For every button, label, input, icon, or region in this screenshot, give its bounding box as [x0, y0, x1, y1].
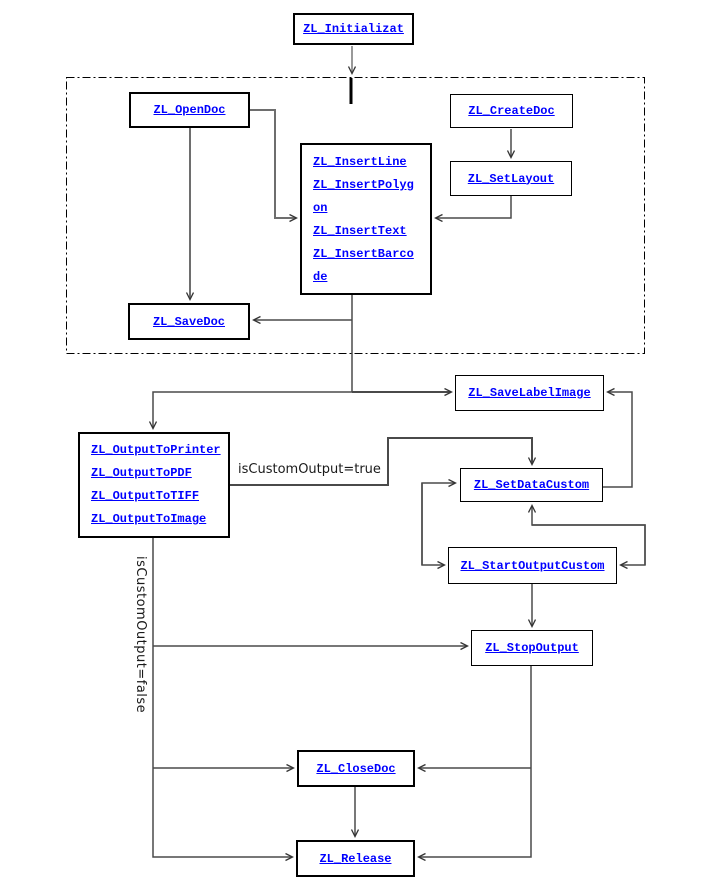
- zl-closedoc-link[interactable]: ZL_CloseDoc: [316, 761, 396, 776]
- node-stop-output: ZL_StopOutput: [471, 630, 593, 666]
- zl-release-link[interactable]: ZL_Release: [319, 851, 392, 866]
- node-save-label-image: ZL_SaveLabelImage: [455, 375, 604, 411]
- node-start-output-custom: ZL_StartOutputCustom: [448, 547, 617, 584]
- zl-inserttext-link[interactable]: ZL_InsertText: [313, 224, 407, 238]
- node-close-doc: ZL_CloseDoc: [297, 750, 415, 787]
- zl-insertpolygon-link[interactable]: ZL_InsertPolygon: [313, 178, 414, 215]
- is-custom-output-false-label: isCustomOutput=false: [133, 556, 148, 714]
- zl-insertline-link[interactable]: ZL_InsertLine: [313, 155, 407, 169]
- is-custom-output-true-label: isCustomOutput=true: [238, 462, 381, 477]
- node-output-group: ZL_OutputToPrinter ZL_OutputToPDF ZL_Out…: [78, 432, 230, 538]
- node-open-doc: ZL_OpenDoc: [129, 92, 250, 128]
- node-set-layout: ZL_SetLayout: [450, 161, 572, 196]
- zl-outputtotiff-link[interactable]: ZL_OutputToTIFF: [91, 489, 200, 503]
- zl-createdoc-link[interactable]: ZL_CreateDoc: [468, 104, 555, 118]
- zl-initializat-link[interactable]: ZL_Initializat: [303, 22, 404, 36]
- zl-outputtoimage-link[interactable]: ZL_OutputToImage: [91, 512, 207, 526]
- zl-startoutputcustom-link[interactable]: ZL_StartOutputCustom: [460, 558, 605, 573]
- zl-outputtopdf-link[interactable]: ZL_OutputToPDF: [91, 466, 192, 480]
- zl-setdatacustom-link[interactable]: ZL_SetDataCustom: [473, 478, 590, 492]
- node-release: ZL_Release: [296, 840, 415, 877]
- node-insert-group: ZL_InsertLine ZL_InsertPolygon ZL_Insert…: [300, 143, 432, 295]
- node-save-doc: ZL_SaveDoc: [128, 303, 250, 340]
- node-set-data-custom: ZL_SetDataCustom: [460, 468, 603, 502]
- zl-outputtoprinter-link[interactable]: ZL_OutputToPrinter: [91, 443, 221, 457]
- zl-savelabelimage-link[interactable]: ZL_SaveLabelImage: [468, 386, 591, 400]
- zl-opendoc-link[interactable]: ZL_OpenDoc: [153, 103, 226, 117]
- zl-setlayout-link[interactable]: ZL_SetLayout: [467, 171, 555, 186]
- node-create-doc: ZL_CreateDoc: [450, 94, 573, 128]
- zl-savedoc-link[interactable]: ZL_SaveDoc: [152, 314, 225, 329]
- zl-stopoutput-link[interactable]: ZL_StopOutput: [485, 641, 579, 655]
- node-initialize: ZL_Initializat: [293, 13, 414, 45]
- zl-insertbarcode-link[interactable]: ZL_InsertBarcode: [313, 247, 414, 284]
